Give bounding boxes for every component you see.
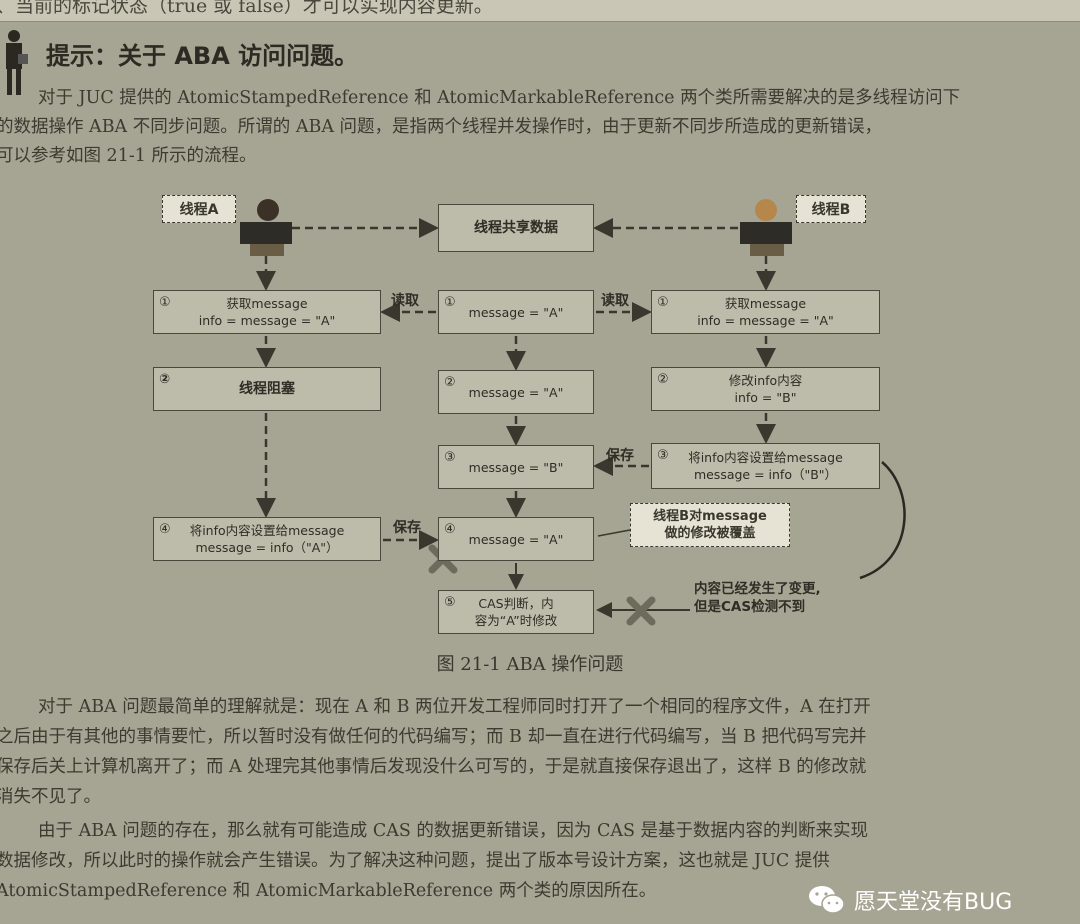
text: 、当前的标记状态（true 或 false）才可以实现内容更新。: [0, 0, 493, 17]
text: 将info内容设置给message: [688, 450, 843, 465]
wechat-icon: [809, 886, 845, 914]
text: message = "B": [468, 459, 564, 475]
watermark: 愿天堂没有BUG: [808, 884, 1012, 916]
body-line: 之后由于有其他的事情要忙，所以暂时没有做任何的代码编写；而 B 却一直在进行代码…: [0, 727, 867, 747]
text: message = "A": [468, 384, 564, 400]
text: message = info（"A"）: [195, 540, 339, 555]
text: ②: [444, 375, 456, 390]
thread-b-step-3: ③ 将info内容设置给message message = info（"B"）: [651, 443, 880, 489]
shared-data-box: 线程共享数据: [438, 204, 594, 252]
text: ①: [657, 295, 669, 310]
person-icon: [6, 30, 28, 95]
read-label: 读取: [601, 293, 629, 309]
text: 做的修改被覆盖: [664, 526, 756, 541]
text: 容为“A”时修改: [474, 613, 558, 628]
text: 修改info内容: [728, 373, 803, 388]
text: message = "A": [468, 531, 564, 547]
text: ①: [444, 295, 456, 310]
thread-a-step-1: ① 获取message info = message = "A": [153, 290, 381, 334]
figure-caption: 图 21-1 ABA 操作问题: [436, 654, 624, 675]
shared-step-4: ④ message = "A": [438, 517, 594, 561]
shared-step-5: ⑤ CAS判断，内容为“A”时修改: [438, 590, 594, 634]
changed-note: 内容已经发生了变更, 但是CAS检测不到: [694, 580, 821, 616]
shared-step-2: ② message = "A": [438, 370, 594, 414]
text: 将info内容设置给message: [189, 523, 345, 538]
intro-line: 的数据操作 ABA 不同步问题。所谓的 ABA 问题，是指两个线程并发操作时，由…: [0, 117, 883, 137]
person-a-icon: [240, 199, 292, 256]
text: 内容已经发生了变更,: [694, 581, 821, 597]
text: info = message = "A": [697, 313, 834, 328]
text: info = "B": [734, 390, 797, 405]
text: ④: [444, 522, 456, 537]
body-line: 数据修改，所以此时的操作就会产生错误。为了解决这种问题，提出了版本号设计方案，这…: [0, 851, 830, 871]
save-label: 保存: [606, 448, 634, 464]
save-label: 保存: [393, 520, 421, 536]
previous-text-line: 、当前的标记状态（true 或 false）才可以实现内容更新。: [0, 0, 1080, 22]
text: 但是CAS检测不到: [694, 599, 806, 615]
text: ②: [657, 372, 669, 387]
text: ⑤: [444, 595, 456, 610]
text: ③: [444, 450, 456, 465]
tip-title: 提示：关于 ABA 访问问题。: [46, 42, 359, 70]
overwrite-note: 线程B对message 做的修改被覆盖: [630, 503, 790, 547]
person-b-icon: [740, 199, 792, 256]
body-line: 对于 ABA 问题最简单的理解就是：现在 A 和 B 两位开发工程师同时打开了一…: [38, 697, 871, 717]
text: ④: [159, 522, 171, 537]
thread-a-step-4: ④ 将info内容设置给message message = info（"A"）: [153, 517, 381, 561]
text: message = "A": [468, 304, 564, 320]
body-line: 消失不见了。: [0, 787, 101, 807]
text: ③: [657, 448, 669, 463]
thread-b-step-1: ① 获取message info = message = "A": [651, 290, 880, 334]
text: 线程阻塞: [239, 380, 295, 397]
shared-step-1: ① message = "A": [438, 290, 594, 334]
text: 获取message: [724, 296, 807, 311]
thread-a-step-2: ② 线程阻塞: [153, 367, 381, 411]
body-line: 保存后关上计算机离开了；而 A 处理完其他事情后发现没什么可写的，于是就直接保存…: [0, 757, 867, 777]
read-label: 读取: [391, 293, 419, 309]
intro-line: 可以参考如图 21-1 所示的流程。: [0, 146, 257, 166]
text: ②: [159, 372, 171, 387]
thread-a-label: 线程A: [162, 195, 236, 223]
thread-b-step-2: ② 修改info内容 info = "B": [651, 367, 880, 411]
text: message = info（"B"）: [693, 467, 838, 482]
text: 获取message: [226, 296, 308, 311]
text: 线程B对message: [653, 509, 767, 524]
intro-line: 对于 JUC 提供的 AtomicStampedReference 和 Atom…: [38, 88, 961, 108]
text: info = message = "A": [198, 313, 336, 328]
body-line: AtomicStampedReference 和 AtomicMarkableR…: [0, 881, 657, 901]
text: CAS判断，内: [478, 596, 554, 611]
body-line: 由于 ABA 问题的存在，那么就有可能造成 CAS 的数据更新错误，因为 CAS…: [38, 821, 869, 841]
text: 愿天堂没有BUG: [854, 890, 1013, 915]
shared-step-3: ③ message = "B": [438, 445, 594, 489]
thread-b-label: 线程B: [796, 195, 866, 223]
text: ①: [159, 295, 171, 310]
